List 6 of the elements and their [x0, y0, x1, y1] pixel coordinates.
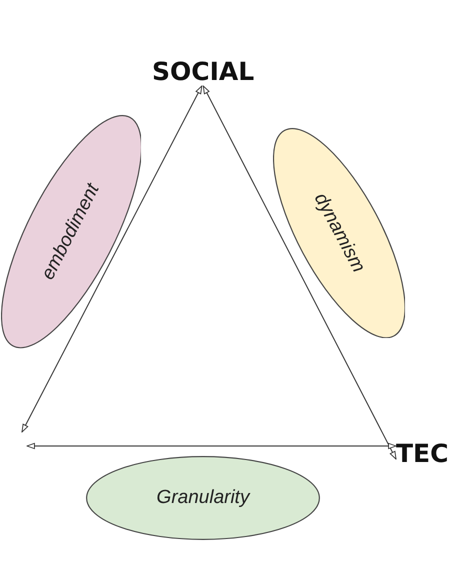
double-arrow: [202, 86, 396, 460]
ellipse-label: Granularity: [156, 487, 250, 509]
double-arrow: [26, 442, 396, 450]
vertex-label: SOCIAL: [152, 58, 254, 86]
double-arrow: [22, 86, 202, 432]
vertex-label: TEC: [396, 440, 448, 468]
